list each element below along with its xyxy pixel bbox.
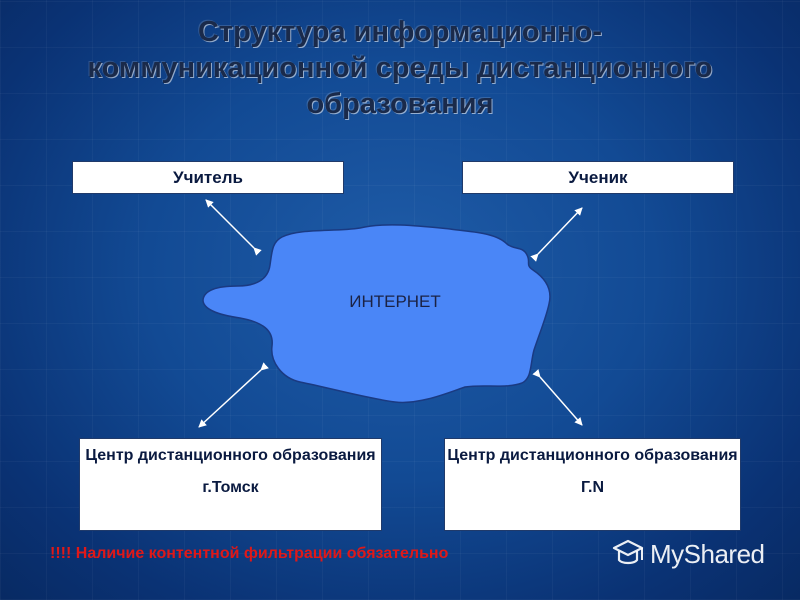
content-filter-warning: !!!! Наличие контентной фильтрации обяза… [50, 545, 449, 562]
student-label: Ученик [568, 168, 628, 187]
arrow-student-internet [530, 207, 583, 262]
center-tomsk-city: г.Томск [202, 479, 259, 496]
center-tomsk-name: Центр дистанционного образования [85, 447, 376, 464]
teacher-label: Учитель [173, 168, 243, 187]
arrow-n-internet [532, 369, 583, 426]
arrow-teacher-internet [205, 199, 262, 256]
watermark-text: MyShared [650, 538, 765, 569]
center-n-city: Г.N [580, 479, 605, 496]
center-tomsk-box: Центр дистанционного образования г.Томск [79, 438, 382, 531]
internet-label: ИНТЕРНЕТ [349, 292, 441, 311]
arrow-tomsk-internet [198, 362, 269, 428]
myshared-logo-icon [612, 539, 644, 565]
teacher-box: Учитель [72, 161, 344, 194]
center-n-box: Центр дистанционного образования Г.N [444, 438, 741, 531]
watermark: MyShared [610, 534, 765, 574]
student-box: Ученик [462, 161, 734, 194]
title-line-1: Структура информационно- [197, 16, 603, 48]
title-line-3: образования [306, 88, 494, 120]
center-n-name: Центр дистанционного образования [447, 447, 738, 464]
title-line-2: коммуникационной среды дистанционного [87, 52, 713, 84]
internet-cloud [202, 224, 551, 404]
slide-title: Структура информационно- коммуникационно… [40, 14, 760, 122]
